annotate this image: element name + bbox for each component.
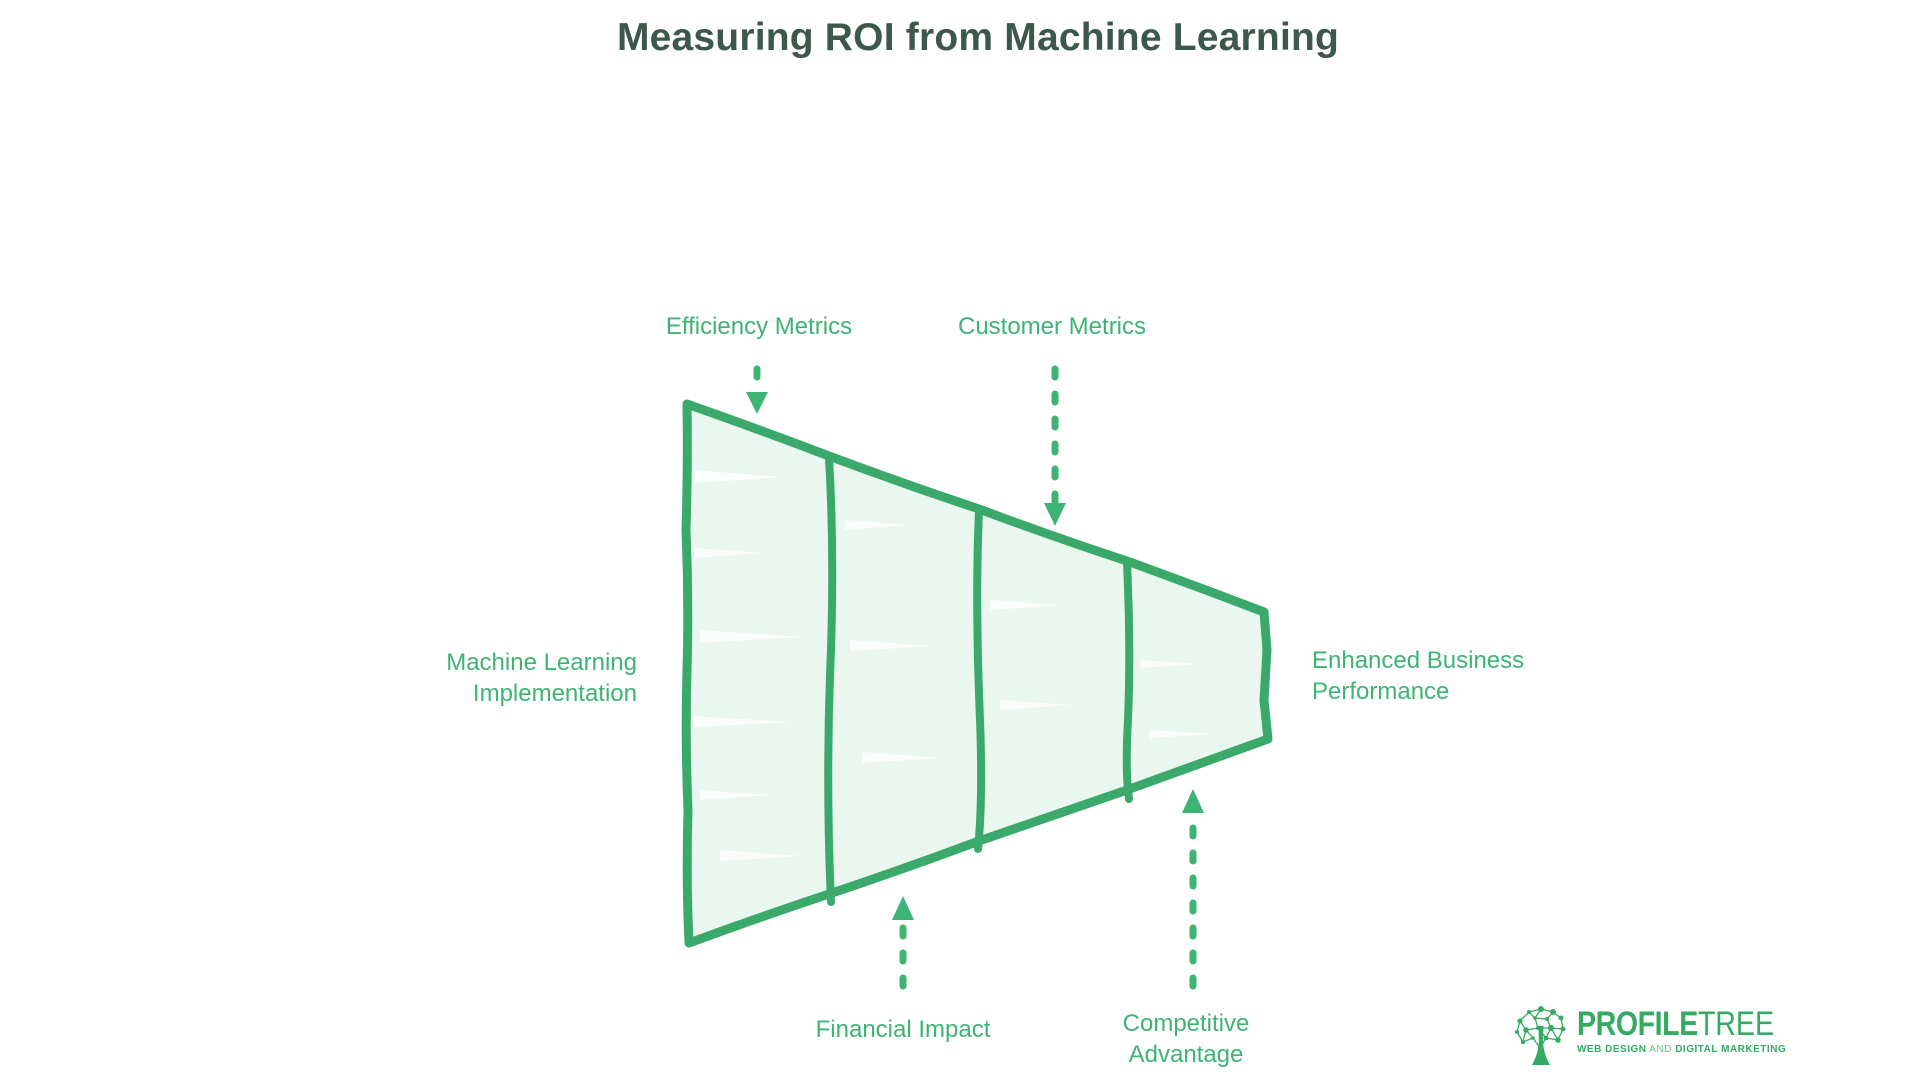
page-title: Measuring ROI from Machine Learning bbox=[616, 16, 1340, 59]
tagline-bold-1: WEB DESIGN bbox=[1577, 1043, 1647, 1055]
network-tree-icon bbox=[1515, 1006, 1566, 1065]
arrowhead-down-efficiency-icon bbox=[746, 392, 768, 414]
annotation-arrows bbox=[753, 365, 1197, 990]
label-efficiency-metrics: Efficiency Metrics bbox=[665, 313, 853, 340]
profiletree-logo: PROFILETREE WEB DESIGN AND DIGITAL MARKE… bbox=[1513, 1003, 1813, 1073]
label-customer-metrics: Customer Metrics bbox=[957, 313, 1147, 340]
tagline-light: AND bbox=[1646, 1043, 1676, 1055]
funnel-divider-2 bbox=[973, 507, 986, 853]
funnel-divider-3 bbox=[1122, 559, 1134, 803]
tagline-bold-2: DIGITAL MARKETING bbox=[1675, 1043, 1787, 1055]
label-enhanced-business-performance: Enhanced Business Performance bbox=[1312, 647, 1525, 705]
label-financial-impact: Financial Impact bbox=[815, 1016, 991, 1043]
arrowhead-down-customer-icon bbox=[1044, 503, 1066, 526]
funnel-dividers bbox=[824, 454, 1134, 906]
profiletree-wordmark: PROFILETREE WEB DESIGN AND DIGITAL MARKE… bbox=[1577, 1005, 1812, 1056]
arrowhead-up-competitive-icon bbox=[1182, 789, 1204, 813]
arrowhead-up-financial-icon bbox=[892, 896, 914, 920]
annotation-arrowheads bbox=[746, 392, 1204, 920]
brand-bold: PROFILE bbox=[1577, 1005, 1698, 1043]
label-machine-learning-implementation: Machine Learning Implementation bbox=[446, 649, 637, 707]
funnel-divider-1 bbox=[824, 454, 837, 906]
label-competitive-advantage: Competitive Advantage bbox=[1122, 1010, 1250, 1068]
brand-light: TREE bbox=[1697, 1005, 1775, 1043]
funnel-texture-streaks bbox=[693, 470, 1212, 861]
